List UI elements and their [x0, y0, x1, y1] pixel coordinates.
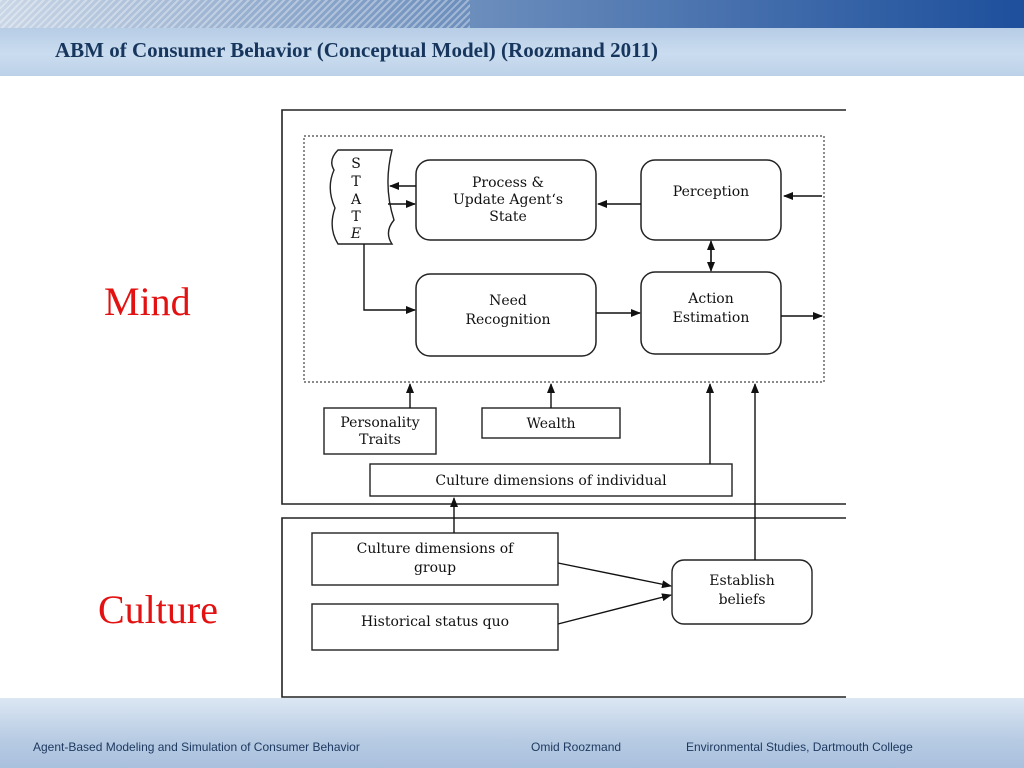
footer-author: Omid Roozmand: [531, 740, 622, 754]
conceptual-model-diagram: S T A T E Process & Update Agent‘s State…: [281, 109, 846, 698]
culture-individual-label: Culture dimensions of individual: [435, 473, 667, 489]
slide-title: ABM of Consumer Behavior (Conceptual Mod…: [55, 38, 658, 62]
mind-label: Mind: [104, 279, 191, 324]
culture-group-line: group: [414, 560, 456, 576]
action-line: Estimation: [673, 310, 750, 326]
footer-course-title: Agent-Based Modeling and Simulation of C…: [33, 740, 360, 754]
footer-institution: Environmental Studies, Dartmouth College: [686, 740, 913, 754]
historical-label: Historical status quo: [361, 614, 509, 630]
action-estimation-box: [640, 271, 782, 355]
arrow-state-to-need: [363, 244, 416, 314]
arrow-history-to-beliefs: [557, 593, 672, 625]
top-decor-bar: [0, 0, 1024, 28]
state-letter: S: [351, 156, 361, 172]
state-letter: T: [351, 174, 361, 190]
personality-line: Personality: [340, 415, 419, 431]
personality-traits-box: [323, 407, 437, 455]
personality-line: Traits: [359, 432, 401, 448]
action-line: Action: [687, 291, 734, 307]
state-letters: S T A T E: [350, 156, 362, 242]
establish-line: beliefs: [719, 592, 766, 608]
need-line: Recognition: [465, 312, 550, 328]
process-line: Update Agent‘s: [453, 192, 563, 208]
hatch-pattern: [0, 0, 470, 28]
state-letter: T: [351, 209, 361, 225]
need-line: Need: [489, 293, 527, 309]
state-letter: A: [350, 192, 362, 208]
state-box: [329, 149, 395, 245]
state-letter: E: [350, 226, 361, 242]
process-update-box: [415, 159, 597, 241]
culture-label: Culture: [98, 587, 218, 632]
mind-dotted-boundary: [303, 135, 825, 383]
culture-group-line: Culture dimensions of: [357, 541, 515, 557]
establish-beliefs-box: [671, 559, 813, 625]
process-line: Process &: [472, 175, 544, 191]
perception-label: Perception: [673, 184, 749, 200]
culture-group-box: [311, 532, 559, 586]
culture-individual-box: [369, 463, 733, 497]
footer-band: [0, 698, 1024, 768]
mind-section-frame: [281, 109, 846, 505]
wealth-label: Wealth: [527, 416, 576, 432]
need-recognition-box: [415, 273, 597, 357]
historical-status-box: [311, 603, 559, 651]
establish-line: Establish: [709, 573, 775, 589]
culture-section-frame: [281, 517, 846, 698]
perception-box: [640, 159, 782, 241]
process-line: State: [489, 209, 526, 225]
title-band: [0, 28, 1024, 76]
arrow-group-to-beliefs: [557, 562, 672, 589]
